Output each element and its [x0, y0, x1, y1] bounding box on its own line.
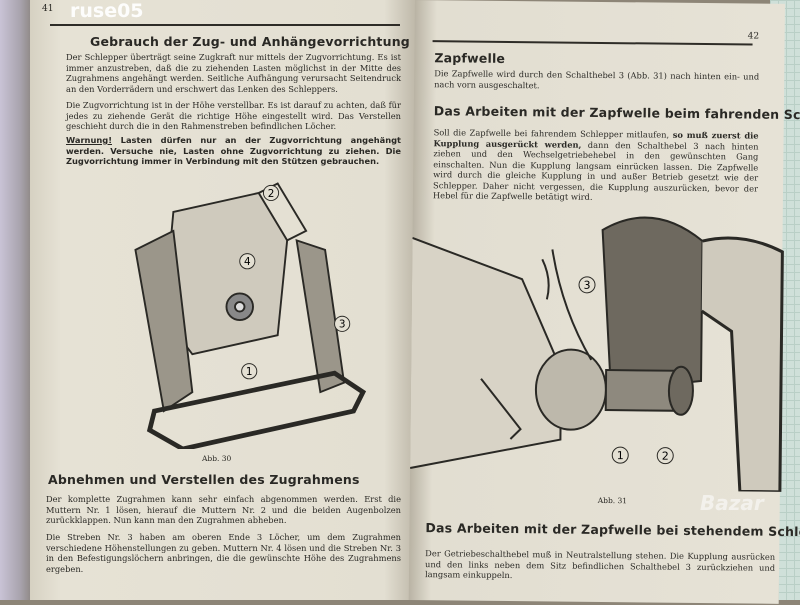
callout-1: 1 — [241, 363, 258, 380]
warning-label: Warnung! — [66, 135, 112, 145]
paragraph: Soll die Zapfwelle bei fahrendem Schlepp… — [433, 127, 759, 204]
paragraph: Die Zapfwelle wird durch den Schalthebel… — [434, 68, 760, 90]
warning-text: Lasten dürfen nur an der Zugvorrichtung … — [66, 135, 402, 166]
page-number: 42 — [747, 31, 760, 42]
svg-text:4: 4 — [244, 256, 251, 268]
paragraph: Der Getriebeschalthebel muß in Neutralst… — [424, 548, 776, 581]
right-page: 42 Zapfwelle Die Zapfwelle wird durch de… — [408, 0, 800, 604]
callout-1: 1 — [611, 446, 629, 464]
heading-zugvorrichtung: Gebrauch der Zug- und Anhängevorrichtung — [90, 34, 410, 49]
left-page: 41 Gebrauch der Zug- und Anhängevorricht… — [30, 0, 415, 600]
figure-caption: Abb. 31 — [597, 495, 628, 506]
paragraph: Der Schlepper überträgt seine Zugkraft n… — [66, 52, 401, 94]
paragraph: Der komplette Zugrahmen kann sehr einfac… — [46, 494, 401, 525]
callout-3: 3 — [578, 276, 596, 294]
svg-text:2: 2 — [268, 188, 275, 200]
page-number: 41 — [42, 4, 54, 14]
svg-text:1: 1 — [246, 366, 253, 378]
svg-text:1: 1 — [617, 449, 624, 462]
callout-4: 4 — [239, 253, 256, 270]
paragraph: Die Streben Nr. 3 haben am oberen Ende 3… — [46, 532, 401, 574]
heading-fahrenden-schlepper: Das Arbeiten mit der Zapfwelle beim fahr… — [433, 103, 800, 123]
callout-2: 2 — [656, 447, 674, 465]
svg-text:2: 2 — [662, 450, 669, 463]
paragraph: Die Zugvorrichtung ist in der Höhe verst… — [66, 100, 401, 131]
text-span: dann den Schalthebel 3 nach hinten ziehe… — [432, 139, 759, 202]
heading-stehenden-schlepper: Das Arbeiten mit der Zapfwelle bei stehe… — [425, 520, 800, 540]
figure-caption: Abb. 30 — [202, 454, 232, 463]
header-rule — [432, 40, 753, 46]
watermark-top-left: ruse05 — [70, 0, 144, 22]
callout-2: 2 — [262, 184, 280, 202]
figure-drawbar-illustration: 2 4 3 1 — [134, 182, 367, 449]
header-rule — [50, 24, 400, 26]
heading-abnehmen: Abnehmen und Verstellen des Zugrahmens — [48, 472, 360, 487]
svg-text:3: 3 — [339, 319, 346, 331]
svg-text:3: 3 — [583, 279, 590, 292]
figure-pto-illustration: 3 1 2 — [409, 216, 784, 492]
heading-zapfwelle: Zapfwelle — [434, 50, 506, 66]
warning-paragraph: Warnung! Lasten dürfen nur an der Zugvor… — [66, 135, 401, 167]
callout-3: 3 — [334, 315, 351, 332]
watermark-bottom-right: Bazar — [700, 491, 764, 515]
